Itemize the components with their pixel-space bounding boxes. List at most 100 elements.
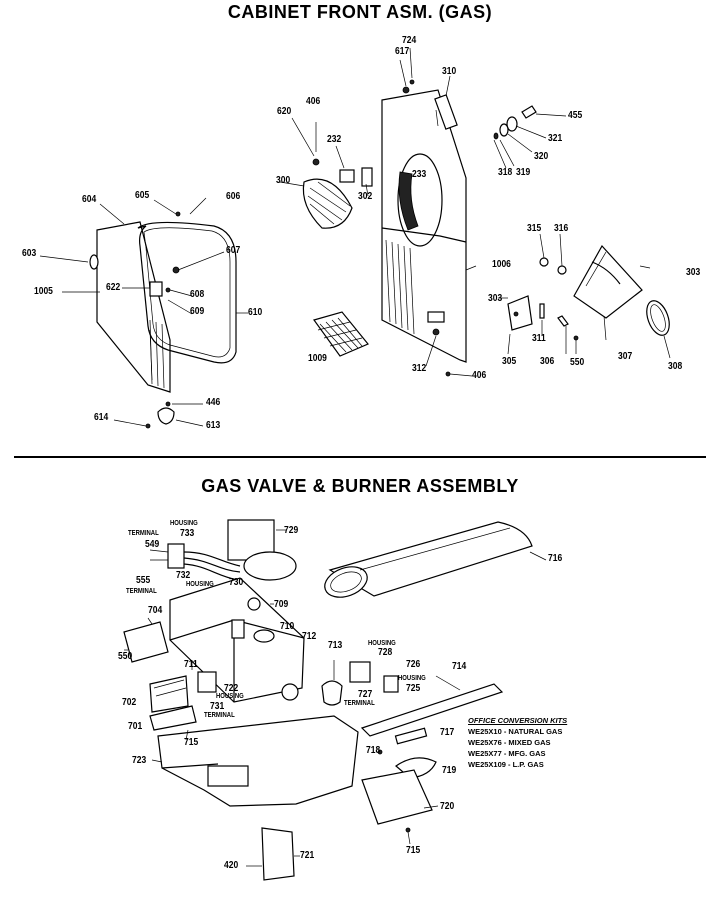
mount-bracket-723 [151,715,359,807]
part-label-730: 730 [229,577,244,588]
kit-row: WE25X10 - NATURAL GAS [468,727,563,736]
part-label-620: 620 [277,106,292,117]
part-label-308: 308 [668,361,683,372]
part-label-609: 609 [190,306,205,317]
gas-valve-body-712 [169,577,305,703]
part-label-406-bottom: 406 [472,370,487,381]
part-label-1009: 1009 [308,353,327,364]
top-hardware [399,47,567,169]
part-label-720: 720 [440,801,455,812]
part-label-732: 732 [176,570,191,581]
section-divider [14,456,706,458]
part-label-613: 613 [206,420,221,431]
door-gasket-610 [137,221,237,364]
part-label-608: 608 [190,289,205,300]
part-label-715-top: 715 [184,737,199,748]
part-label-721: 721 [300,850,315,861]
part-label-300: 300 [276,175,291,186]
gas-pipe-714 [360,675,504,737]
part-label-305: 305 [502,356,517,367]
small-parts-right [539,233,651,354]
valve-coil-729 [227,519,297,581]
label-terminal-733: TERMINAL [128,530,159,537]
part-label-710: 710 [280,621,295,632]
label-terminal-727: TERMINAL [344,700,375,707]
part-label-455: 455 [568,110,583,121]
part-label-232: 232 [327,134,342,145]
part-label-233: 233 [412,169,427,180]
part-label-315: 315 [527,223,542,234]
part-label-722: 722 [224,683,239,694]
part-label-726: 726 [406,659,421,670]
label-housing-732: HOUSING [186,581,214,588]
part-label-716: 716 [548,553,563,564]
part-label-719: 719 [442,765,457,776]
bottom-fasteners [425,328,473,377]
bracket-702 [149,675,197,731]
part-label-711: 711 [184,659,198,670]
door-panel-1005 [96,221,171,393]
clip-721 [246,827,300,881]
part-label-550-gas: 550 [118,651,133,662]
part-label-312: 312 [412,363,427,374]
part-label-310: 310 [442,66,457,77]
part-label-604: 604 [82,194,97,205]
part-label-702: 702 [122,697,137,708]
part-label-406-top: 406 [306,96,321,107]
part-label-550-top: 550 [570,357,585,368]
label-housing-725: HOUSING [398,675,426,682]
front-panel-1006 [381,89,477,363]
part-label-701: 701 [128,721,143,732]
part-label-302: 302 [358,191,373,202]
part-label-307: 307 [618,351,633,362]
wire-harness-733 [149,543,241,581]
label-housing-733: HOUSING [170,520,198,527]
part-label-603: 603 [22,248,37,259]
grille-1009 [313,311,369,357]
orifice-parts [361,727,439,845]
part-label-1006: 1006 [492,259,511,270]
part-label-717: 717 [440,727,455,738]
part-label-714: 714 [452,661,467,672]
part-label-549: 549 [145,539,160,550]
part-label-713: 713 [328,640,343,651]
part-label-727: 727 [358,689,373,700]
part-label-1005: 1005 [34,286,53,297]
burner-housing-307 [573,244,643,341]
part-label-306: 306 [540,356,555,367]
label-terminal-731: TERMINAL [204,712,235,719]
part-label-709: 709 [274,599,289,610]
cabinet-section-title: CABINET FRONT ASM. (GAS) [227,2,493,22]
ring-308 [646,300,671,359]
part-label-712: 712 [302,631,317,642]
part-label-715-bottom: 715 [406,845,421,856]
part-label-725: 725 [406,683,421,694]
kit-row: WE25X109 - L.P. GAS [468,760,544,769]
door-hardware [89,211,181,429]
part-label-316: 316 [554,223,569,234]
leader-lines-gas [124,603,274,741]
part-label-704: 704 [148,605,163,616]
lint-filter-300 [279,178,353,229]
igniter-parts [321,660,399,706]
part-label-311: 311 [532,333,546,344]
small-fasteners-top [291,117,373,197]
control-box-704 [123,617,169,663]
conversion-kits-title: OFFICE CONVERSION KITS [468,716,568,725]
conversion-kits-table: OFFICE CONVERSION KITS WE25X10 - NATURAL… [468,715,567,770]
part-label-446: 446 [206,397,221,408]
part-label-617: 617 [395,46,410,57]
leader-lines-left [39,197,248,427]
part-label-728: 728 [378,647,393,658]
part-label-610: 610 [248,307,263,318]
part-label-731: 731 [210,701,225,712]
kit-row: WE25X77 - MFG. GAS [468,749,546,758]
part-label-303-left: 303 [488,293,503,304]
part-label-318: 318 [498,167,513,178]
part-label-723: 723 [132,755,147,766]
part-label-614: 614 [94,412,109,423]
burner-tube-716 [324,521,547,598]
bracket-305 [498,295,533,355]
part-label-320: 320 [534,151,549,162]
